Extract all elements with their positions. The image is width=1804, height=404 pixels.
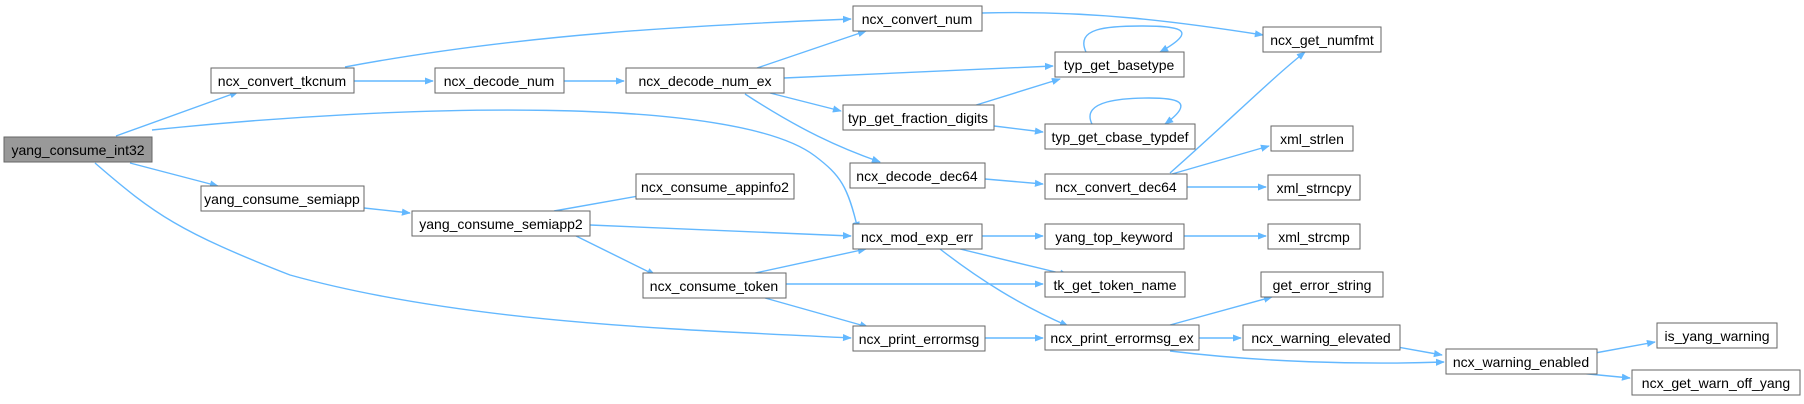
edge-yang_consume_semiapp2-ncx_consume_appinfo2 (553, 192, 645, 212)
node-ncx_get_warn_off_yang[interactable]: ncx_get_warn_off_yang (1631, 369, 1801, 396)
node-ncx_convert_num[interactable]: ncx_convert_num (852, 5, 983, 32)
node-label: ncx_warning_elevated (1251, 330, 1390, 346)
node-tk_get_token_name[interactable]: tk_get_token_name (1044, 271, 1186, 298)
edge-ncx_decode_num_ex-typ_get_fraction_digits (769, 92, 842, 113)
edge-ncx_decode_dec64-ncx_convert_dec64 (984, 178, 1044, 187)
edge-ncx_convert_dec64-ncx_get_numfmt (1169, 51, 1306, 174)
node-label: yang_consume_int32 (11, 142, 144, 158)
edge-ncx_mod_exp_err-ncx_print_errormsg_ex (939, 248, 1069, 327)
node-xml_strncpy[interactable]: xml_strncpy (1267, 174, 1361, 201)
node-label: tk_get_token_name (1054, 277, 1177, 293)
node-ncx_convert_dec64[interactable]: ncx_convert_dec64 (1044, 173, 1188, 200)
node-yang_consume_int32[interactable]: yang_consume_int32 (3, 136, 153, 163)
node-label: ncx_print_errormsg (859, 331, 980, 347)
node-label: ncx_decode_dec64 (856, 168, 978, 184)
node-label: ncx_consume_token (650, 278, 778, 294)
node-xml_strlen[interactable]: xml_strlen (1270, 125, 1354, 152)
node-typ_get_cbase_typdef[interactable]: typ_get_cbase_typdef (1044, 123, 1196, 150)
node-label: ncx_mod_exp_err (861, 229, 973, 245)
edge-ncx_decode_num_ex-ncx_convert_num (756, 30, 867, 69)
edge-typ_get_fraction_digits-typ_get_cbase_typdef (993, 125, 1044, 135)
node-label: xml_strlen (1280, 131, 1344, 147)
node-label: yang_consume_semiapp (204, 191, 360, 207)
node-layer: yang_consume_int32 ncx_convert_tkcnum ya… (3, 5, 1801, 396)
edge-yang_consume_int32-ncx_print_errormsg (94, 162, 852, 342)
node-ncx_decode_num_ex[interactable]: ncx_decode_num_ex (625, 67, 785, 94)
node-label: xml_strcmp (1278, 229, 1350, 245)
node-yang_top_keyword[interactable]: yang_top_keyword (1044, 223, 1185, 250)
edge-ncx_consume_token-ncx_mod_exp_err (745, 247, 867, 276)
edge-ncx_print_errormsg_ex-ncx_warning_enabled (1169, 350, 1445, 366)
node-label: ncx_print_errormsg_ex (1050, 330, 1193, 346)
node-label: ncx_convert_dec64 (1055, 179, 1177, 195)
node-yang_consume_semiapp2[interactable]: yang_consume_semiapp2 (411, 210, 591, 237)
edge-layer (94, 11, 1656, 381)
node-label: ncx_decode_num (444, 73, 555, 89)
node-ncx_consume_appinfo2[interactable]: ncx_consume_appinfo2 (635, 173, 795, 200)
node-ncx_mod_exp_err[interactable]: ncx_mod_exp_err (852, 223, 983, 250)
edge-typ_get_fraction_digits-typ_get_basetype (972, 77, 1061, 107)
edge-ncx_mod_exp_err-tk_get_token_name (959, 248, 1069, 277)
node-label: ncx_decode_num_ex (638, 73, 771, 89)
node-label: typ_get_basetype (1064, 57, 1175, 73)
node-ncx_decode_dec64[interactable]: ncx_decode_dec64 (849, 162, 986, 189)
node-ncx_warning_elevated[interactable]: ncx_warning_elevated (1242, 324, 1401, 351)
node-label: xml_strncpy (1277, 180, 1352, 196)
edge-yang_consume_semiapp2-ncx_consume_token (569, 232, 656, 276)
edge-yang_consume_int32-ncx_convert_tkcnum (115, 91, 239, 137)
edge-ncx_consume_token-ncx_print_errormsg (764, 297, 869, 329)
node-label: ncx_get_warn_off_yang (1642, 375, 1790, 391)
node-xml_strcmp[interactable]: xml_strcmp (1267, 223, 1361, 250)
node-ncx_convert_tkcnum[interactable]: ncx_convert_tkcnum (210, 67, 355, 94)
node-ncx_print_errormsg_ex[interactable]: ncx_print_errormsg_ex (1044, 324, 1200, 351)
edge-ncx_print_errormsg_ex-get_error_string (1169, 295, 1273, 326)
edge-ncx_decode_num_ex-ncx_decode_dec64 (744, 93, 881, 163)
edge-yang_consume_semiapp-yang_consume_semiapp2 (363, 207, 411, 216)
node-label: is_yang_warning (1664, 328, 1769, 344)
edge-typ_get_cbase_typdef-typ_get_cbase_typdef (1089, 97, 1182, 125)
node-label: typ_get_cbase_typdef (1052, 129, 1189, 145)
node-ncx_get_numfmt[interactable]: ncx_get_numfmt (1262, 26, 1382, 53)
node-label: ncx_warning_enabled (1453, 354, 1589, 370)
edge-ncx_decode_num_ex-typ_get_basetype (783, 62, 1054, 79)
node-label: yang_top_keyword (1055, 229, 1173, 245)
edge-typ_get_basetype-typ_get_basetype (1083, 25, 1183, 53)
node-get_error_string[interactable]: get_error_string (1260, 271, 1384, 298)
edge-ncx_convert_dec64-xml_strlen (1171, 144, 1270, 175)
node-typ_get_basetype[interactable]: typ_get_basetype (1054, 51, 1185, 78)
node-label: ncx_convert_num (862, 11, 973, 27)
node-label: typ_get_fraction_digits (848, 110, 988, 126)
node-ncx_print_errormsg[interactable]: ncx_print_errormsg (852, 325, 986, 352)
edge-yang_consume_int32-yang_consume_semiapp (129, 162, 219, 188)
edge-yang_consume_semiapp2-ncx_mod_exp_err (589, 224, 852, 240)
node-label: ncx_consume_appinfo2 (641, 179, 789, 195)
node-typ_get_fraction_digits[interactable]: typ_get_fraction_digits (842, 104, 995, 131)
node-label: ncx_get_numfmt (1270, 32, 1374, 48)
node-ncx_decode_num[interactable]: ncx_decode_num (434, 67, 565, 94)
edge-ncx_convert_tkcnum-ncx_convert_num (344, 15, 852, 68)
edge-yang_consume_int32-ncx_mod_exp_err (151, 109, 860, 231)
node-label: ncx_convert_tkcnum (218, 73, 346, 89)
node-is_yang_warning[interactable]: is_yang_warning (1656, 322, 1778, 349)
edge-ncx_convert_num-ncx_get_numfmt (981, 11, 1264, 38)
edge-ncx_warning_enabled-is_yang_warning (1594, 339, 1656, 354)
node-label: yang_consume_semiapp2 (419, 216, 583, 232)
node-ncx_consume_token[interactable]: ncx_consume_token (642, 272, 787, 299)
node-label: get_error_string (1273, 277, 1372, 293)
node-ncx_warning_enabled[interactable]: ncx_warning_enabled (1445, 348, 1598, 375)
node-yang_consume_semiapp[interactable]: yang_consume_semiapp (200, 185, 365, 212)
